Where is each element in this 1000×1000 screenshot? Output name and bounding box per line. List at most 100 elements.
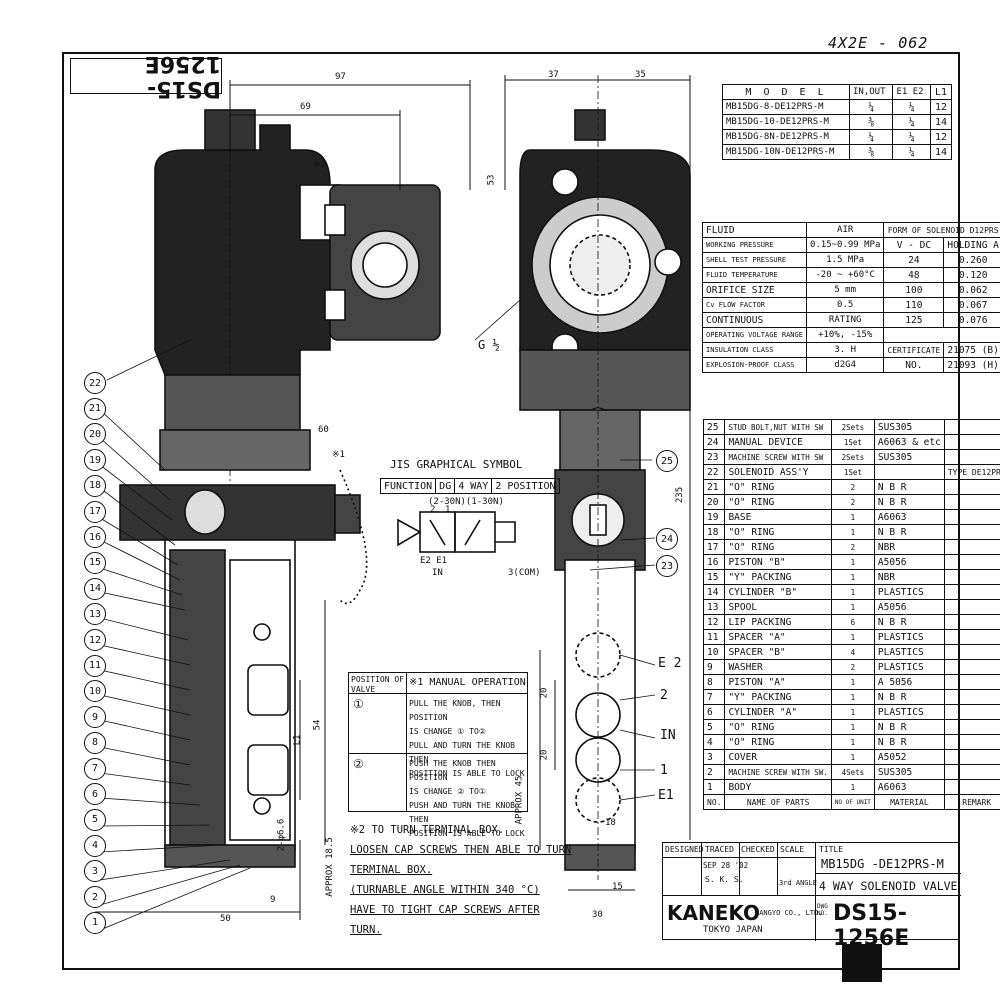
dim-20a: 20 — [539, 687, 550, 699]
part-balloon: 11 — [84, 654, 106, 677]
dim-54: 54 — [312, 719, 323, 731]
parts-cell: 19 — [702, 509, 726, 525]
parts-cell: 1 — [830, 524, 875, 540]
parts-cell: 20 — [702, 494, 726, 510]
note2-marker: ※2 — [313, 160, 326, 170]
title-block: DESIGNED TRACED CHECKED SCALE TITLE SEP … — [662, 842, 961, 951]
parts-cell: N B R — [873, 689, 945, 705]
parts-cell — [943, 704, 1000, 720]
parts-cell: N B R — [873, 614, 945, 630]
dim-97: 97 — [335, 72, 346, 82]
spec-label: CONTINUOUS — [702, 312, 807, 328]
port-in: IN — [660, 728, 676, 743]
part-balloon: 22 — [84, 372, 106, 394]
model-cell: ¼ — [892, 129, 931, 145]
model-header: M O D E L — [722, 84, 850, 100]
parts-cell — [943, 689, 1000, 705]
part-balloon: 13 — [84, 603, 106, 626]
manual-col1: POSITION OF VALVE — [351, 675, 404, 694]
parts-cell: LIP PACKING — [724, 614, 832, 630]
parts-cell: 1 — [830, 779, 875, 795]
spec-label: Cv FLOW FACTOR — [702, 297, 807, 313]
part-balloon: 15 — [84, 551, 106, 574]
parts-cell: N B R — [873, 524, 945, 540]
model-cell: MB15DG-8N-DE12PRS-M — [722, 129, 850, 145]
tb-model: MB15DG -DE12PRS-M — [821, 857, 944, 871]
parts-cell: 22 — [702, 464, 726, 480]
spec-value: -20 ~ +60°C — [805, 267, 885, 283]
model-cell: ¼ — [848, 129, 894, 145]
parts-cell: 14 — [702, 584, 726, 600]
form-voltage: 48 — [883, 267, 945, 283]
parts-cell: A5052 — [873, 749, 945, 765]
parts-cell: "Y" PACKING — [724, 689, 832, 705]
spec-value: AIR — [805, 222, 885, 238]
parts-footer-cell: MATERIAL — [873, 794, 945, 810]
form-voltage: 125 — [883, 312, 945, 328]
parts-cell: MANUAL DEVICE — [724, 434, 832, 450]
tb-desc: 4 WAY SOLENOID VALVE — [819, 879, 958, 893]
parts-cell: 13 — [702, 599, 726, 615]
parts-cell: 11 — [702, 629, 726, 645]
part-balloon: 19 — [84, 449, 106, 472]
form-voltage: 110 — [883, 297, 945, 313]
jis-function-table: FUNCTION DG 4 WAY 2 POSITION — [379, 478, 560, 494]
manual-operation-box: POSITION OF VALVE ※1 MANUAL OPERATION ① … — [348, 672, 528, 838]
parts-cell: PLASTICS — [873, 704, 945, 720]
part-balloon: 14 — [84, 577, 106, 600]
parts-cell — [943, 569, 1000, 585]
parts-cell: A6063 & etc — [873, 434, 945, 450]
parts-cell: 1 — [830, 689, 875, 705]
parts-cell — [943, 764, 1000, 780]
parts-cell: 2 — [830, 494, 875, 510]
model-header: IN,OUT — [848, 84, 894, 100]
jis-position: 2 POSITION — [491, 478, 560, 494]
dim-15: 15 — [612, 882, 623, 892]
jis-function-label: FUNCTION — [379, 478, 437, 494]
parts-footer-cell: NO OF UNIT — [830, 794, 875, 810]
parts-cell: TYPE DE12PRS — [943, 464, 1000, 480]
parts-cell: SPOOL — [724, 599, 832, 615]
parts-footer-cell: NO. — [702, 794, 726, 810]
tb-title-label: TITLE — [819, 845, 844, 854]
form-current: 0.067 — [943, 297, 1000, 313]
parts-cell: 5 — [702, 719, 726, 735]
model-cell: ¼ — [892, 99, 931, 115]
dim-60: 60 — [318, 425, 329, 435]
spec-row: OPERATING VOLTAGE RANGE+10%, -15% — [702, 327, 1000, 343]
parts-cell: 1 — [830, 509, 875, 525]
parts-cell: WASHER — [724, 659, 832, 675]
parts-cell — [943, 509, 1000, 525]
part-balloon: 24 — [656, 528, 678, 550]
parts-cell — [943, 554, 1000, 570]
parts-cell: 2 — [830, 479, 875, 495]
part-balloon: 17 — [84, 500, 106, 523]
parts-cell: "O" RING — [724, 494, 832, 510]
form-col: V - DC — [883, 237, 945, 253]
jis-e2e1: E2 E1 — [420, 556, 448, 566]
parts-cell: 1 — [830, 734, 875, 750]
parts-cell — [943, 479, 1000, 495]
parts-cell: N B R — [873, 494, 945, 510]
tb-designed: DESIGNED — [665, 845, 704, 854]
form-voltage: 24 — [883, 252, 945, 268]
parts-cell: SUS305 — [873, 449, 945, 465]
jis-title: JIS GRAPHICAL SYMBOL — [390, 458, 523, 471]
parts-cell — [943, 629, 1000, 645]
part-balloon: 5 — [84, 808, 106, 831]
parts-cell — [943, 434, 1000, 450]
tb-dwg-label: DWG NO. — [817, 903, 828, 917]
